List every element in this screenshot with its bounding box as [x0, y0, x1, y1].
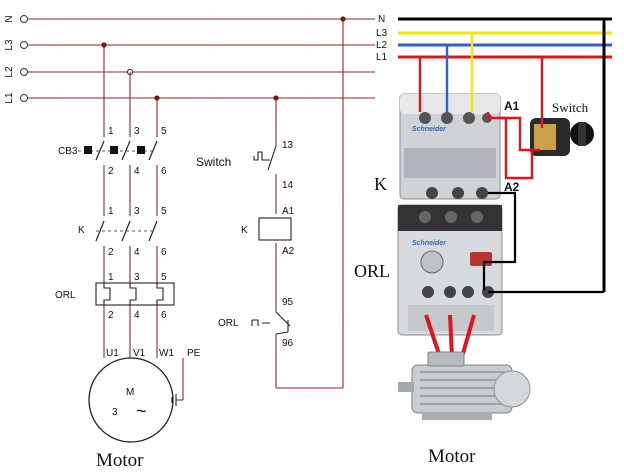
bus-label-l2: L2: [376, 40, 388, 51]
cb3-label: CB3: [58, 146, 78, 157]
orl-nc-contact: [251, 311, 291, 335]
terminal-l1: [20, 94, 28, 102]
photo-wiring: N L3 L2 L1 Schneider: [354, 14, 612, 467]
coil-pin-a2: A2: [282, 246, 295, 257]
schematic-bus-terminals: N L3 L2 L1: [4, 15, 28, 104]
orl-pin-6: 6: [161, 310, 167, 321]
terminal-label-l2: L2: [4, 66, 15, 78]
terminal-label-l3: L3: [4, 39, 15, 51]
cb3-trip-2: [110, 146, 118, 154]
cb3-pin-4: 4: [134, 166, 140, 177]
motor-letter: M: [126, 387, 134, 398]
bus-label-l3: L3: [376, 28, 388, 39]
orl-nc-label: ORL: [218, 318, 239, 329]
control-circuit: Switch 13 14 K A1 A2 ORL 95 96: [196, 19, 344, 389]
coil-pin-a1: A1: [282, 206, 295, 217]
k-pin-2: 2: [108, 247, 114, 258]
motor-photo: [398, 351, 531, 420]
motor-terminal-v1: V1: [133, 348, 146, 359]
schematic-grid: [0, 0, 370, 440]
k-pin-1: 1: [108, 206, 114, 217]
schematic-bus-lines: [28, 18, 375, 99]
control-switch-label: Switch: [196, 155, 231, 169]
terminal-n: [20, 15, 28, 23]
motor-symbol: U1 V1 W1 PE M 3 ~ Motor: [88, 348, 201, 471]
motor-caption-photo: Motor: [428, 446, 476, 467]
terminal-label-n: N: [4, 15, 15, 22]
k-pin-4: 4: [134, 247, 140, 258]
photo-label-k: K: [374, 174, 387, 194]
orl-pin-5: 5: [161, 272, 167, 283]
photo-label-a2: A2: [504, 180, 520, 194]
control-switch: [253, 145, 277, 171]
relay-brand: Schneider: [412, 240, 447, 247]
cb3-pin-2: 2: [108, 166, 114, 177]
power-circuit-wires: [103, 45, 184, 401]
k-contacts-label: K: [78, 225, 85, 236]
overload-relay-orl: Schneider: [397, 204, 503, 336]
orl-nc-pin-95: 95: [282, 297, 294, 308]
cb3-pin-6: 6: [161, 166, 167, 177]
black-control-wires: [482, 191, 604, 294]
coil-k-label: K: [241, 225, 248, 236]
k-pin-3: 3: [134, 206, 140, 217]
motor-caption-schematic: Motor: [96, 450, 144, 471]
photo-label-orl: ORL: [354, 261, 390, 281]
motor-wave: ~: [136, 401, 147, 421]
photo-label-a1: A1: [504, 99, 520, 113]
orl-label: ORL: [55, 290, 76, 301]
motor-leads: [424, 314, 476, 358]
cb3-pin-5: 5: [161, 126, 167, 137]
orl-pin-2: 2: [108, 310, 114, 321]
photo-label-switch: Switch: [552, 100, 589, 115]
schematic-nodes: [101, 16, 346, 101]
orl-pin-1: 1: [108, 272, 114, 283]
schematic: N L3 L2 L1: [0, 0, 375, 471]
contactor-k: Schneider: [399, 93, 501, 200]
red-wires: [418, 57, 544, 180]
cb3-breaker: CB3 1 3 5 2 4 6: [58, 126, 167, 177]
photo-buses: [398, 17, 612, 292]
motor-terminal-w1: W1: [159, 348, 174, 359]
contactor-brand: Schneider: [412, 126, 447, 133]
motor-circle: [88, 357, 174, 443]
selector-switch: [530, 118, 594, 156]
terminal-label-l1: L1: [4, 92, 15, 104]
orl-overload: ORL 1 3 5 2 4 6: [55, 272, 175, 321]
motor-phase: 3: [112, 407, 118, 418]
k-main-contacts: K 1 3 5 2 4 6: [78, 206, 167, 258]
terminal-l3: [20, 41, 28, 49]
orl-pin-3: 3: [134, 272, 140, 283]
orl-nc-pin-96: 96: [282, 338, 294, 349]
bus-label-l1: L1: [376, 52, 388, 63]
k-pin-6: 6: [161, 247, 167, 258]
control-switch-pin-13: 13: [282, 140, 294, 151]
cb3-pin-1: 1: [108, 126, 114, 137]
control-switch-pin-14: 14: [282, 180, 294, 191]
cb3-pin-3: 3: [134, 126, 140, 137]
k-pin-5: 5: [161, 206, 167, 217]
orl-pin-4: 4: [134, 310, 140, 321]
coil-k: [258, 217, 292, 241]
terminal-l2: [20, 68, 28, 76]
bus-label-n: N: [378, 14, 385, 25]
cb3-trip-3: [137, 146, 145, 154]
motor-terminal-u1: U1: [106, 348, 119, 359]
cb3-trip-1: [84, 146, 92, 154]
motor-terminal-pe: PE: [187, 348, 201, 359]
